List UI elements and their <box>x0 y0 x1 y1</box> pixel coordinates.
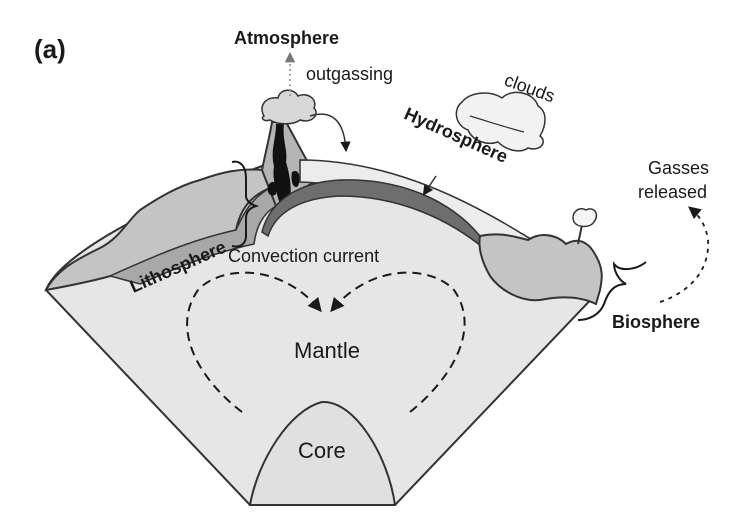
convection-arrow-right <box>330 271 466 413</box>
core-label: Core <box>298 438 346 463</box>
gasses-released-line1: Gasses <box>648 158 709 178</box>
atmosphere-label: Atmosphere <box>234 28 339 48</box>
magma-conduit <box>272 124 291 204</box>
tree-trunk <box>577 224 583 245</box>
hydrosphere-pointer <box>422 175 437 196</box>
gasses-released-arrow <box>659 206 709 303</box>
magma-blob-1 <box>267 181 277 196</box>
cloud-bottom-edge <box>469 115 525 133</box>
mantle-label: Mantle <box>294 338 360 363</box>
right-crust-block <box>478 233 603 306</box>
convection-current-label: Convection current <box>228 246 379 266</box>
tree-crown <box>572 208 598 228</box>
cloud-shape <box>455 91 546 152</box>
core-shape <box>248 400 397 506</box>
lithosphere-brace <box>231 160 260 248</box>
biosphere-brace <box>577 261 647 321</box>
gasses-released-line2: released <box>638 182 707 202</box>
outgassing-label: outgassing <box>306 64 393 84</box>
smoke-plume <box>261 89 317 125</box>
panel-label: (a) <box>34 34 66 64</box>
smoke-to-hydrosphere-arrow <box>309 113 351 153</box>
biosphere-label: Biosphere <box>612 312 700 332</box>
convection-arrow-left <box>186 271 322 413</box>
magma-blob-2 <box>291 170 300 188</box>
